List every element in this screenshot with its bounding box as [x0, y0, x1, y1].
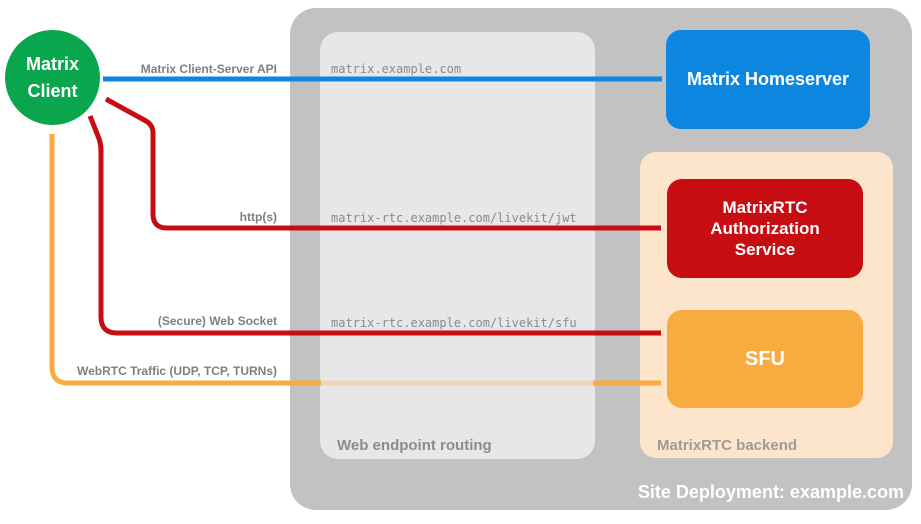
client-server-api-label: Matrix Client-Server API — [140, 62, 277, 76]
sfu-node: SFU — [667, 310, 863, 408]
matrix-homeserver-label: Matrix Homeserver — [686, 69, 850, 89]
matrix-client-node: Matrix Client — [5, 30, 100, 125]
webrtc-label: WebRTC Traffic (UDP, TCP, TURNs) — [76, 364, 277, 378]
sfu-label: SFU — [745, 347, 785, 370]
matrix-client-label-line1: Matrix — [25, 53, 79, 74]
https-label: http(s) — [239, 210, 277, 224]
web-endpoint-routing-label: Web endpoint routing — [337, 437, 492, 454]
web-endpoint-routing-group — [320, 32, 595, 459]
endpoint-livekit-sfu: matrix-rtc.example.com/livekit/sfu — [331, 316, 577, 330]
endpoint-livekit-jwt: matrix-rtc.example.com/livekit/jwt — [331, 211, 577, 225]
matrix-client-label-line2: Client — [27, 80, 78, 101]
matrixrtc-backend-label: MatrixRTC backend — [657, 437, 798, 454]
site-deployment-label: Site Deployment: example.com — [637, 482, 904, 502]
matrixrtc-auth-service-node: MatrixRTC Authorization Service — [667, 179, 863, 278]
webrtc-arrow — [49, 134, 321, 386]
matrix-homeserver-node: Matrix Homeserver — [666, 30, 870, 129]
matrixrtc-auth-service-label: MatrixRTC Authorization Service — [710, 198, 820, 259]
endpoint-matrix: matrix.example.com — [331, 62, 462, 76]
websocket-label: (Secure) Web Socket — [157, 314, 277, 328]
